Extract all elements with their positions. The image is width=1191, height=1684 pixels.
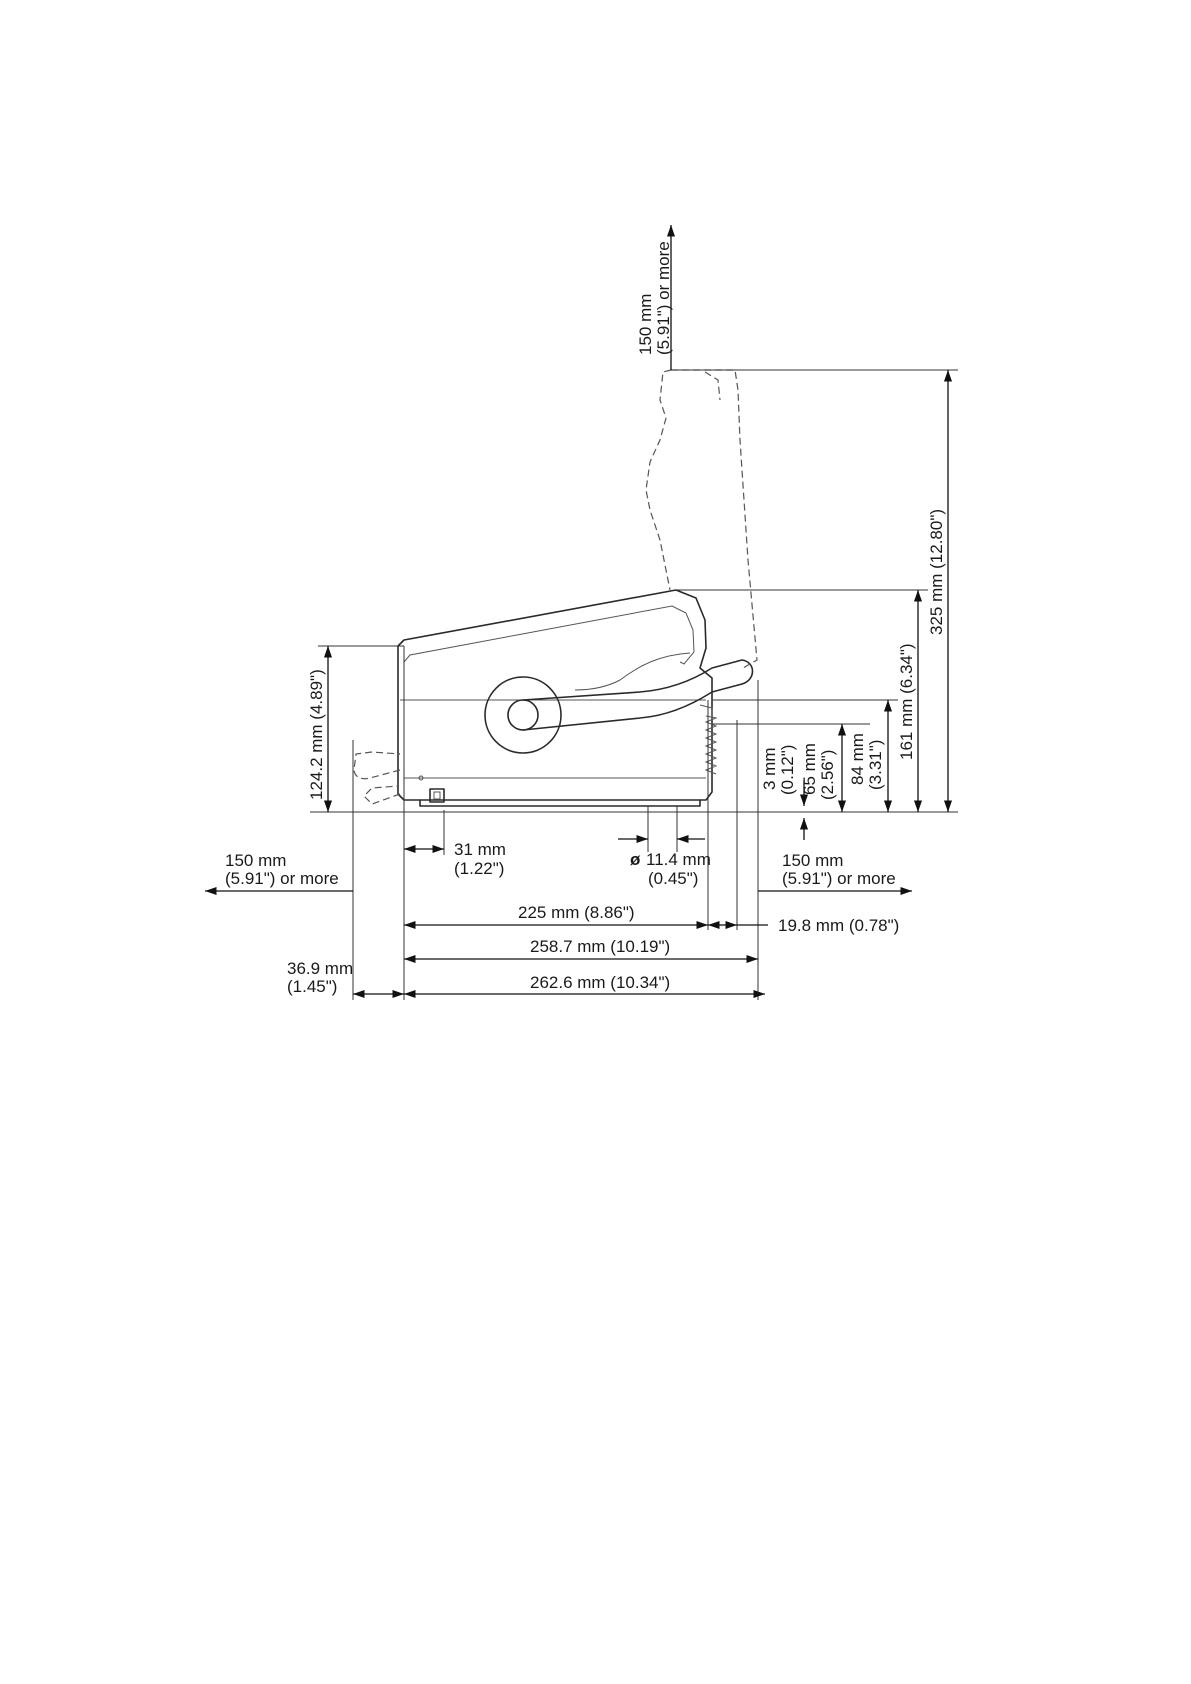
diameter-symbol: ø [630, 850, 641, 869]
dimension-labels: 150 mm (5.91") or more 325 mm (12.80") 1… [225, 241, 946, 996]
label-offset-31-in: (1.22") [454, 859, 504, 878]
label-offset-31-mm: 31 mm [454, 840, 506, 859]
label-right-clearance-in: (5.91") or more [782, 869, 896, 888]
label-offset-36-9-in: (1.45") [287, 977, 337, 996]
label-height-124: 124.2 mm (4.89") [307, 669, 326, 800]
label-top-clearance-mm: 150 mm [636, 294, 655, 355]
rear-cable-outline [354, 752, 400, 804]
paper-roll-hub [485, 677, 561, 753]
label-height-3-mm: 3 mm [760, 748, 779, 791]
label-height-65-in: (2.56") [818, 750, 837, 800]
label-right-clearance-mm: 150 mm [782, 851, 843, 870]
printer-side-view [398, 590, 753, 806]
label-left-clearance-mm: 150 mm [225, 851, 286, 870]
label-top-clearance-in: (5.91") or more [654, 241, 673, 355]
label-diameter-mm: 11.4 mm [646, 850, 711, 869]
label-width-225: 225 mm (8.86") [518, 903, 635, 922]
label-diameter-in: (0.45") [648, 869, 698, 888]
label-depth-19-8: 19.8 mm (0.78") [778, 916, 899, 935]
label-height-161: 161 mm (6.34") [897, 643, 916, 760]
label-offset-36-9-mm: 36.9 mm [287, 959, 353, 978]
label-height-65-mm: 65 mm [800, 743, 819, 795]
label-width-262-6: 262.6 mm (10.34") [530, 973, 670, 992]
label-width-258-7: 258.7 mm (10.19") [530, 937, 670, 956]
label-height-325: 325 mm (12.80") [927, 509, 946, 635]
open-cover-outline [646, 370, 757, 668]
label-left-clearance-in: (5.91") or more [225, 869, 339, 888]
label-height-3-in: (0.12") [778, 745, 797, 795]
label-height-84-mm: 84 mm [848, 733, 867, 785]
label-height-84-in: (3.31") [866, 740, 885, 790]
